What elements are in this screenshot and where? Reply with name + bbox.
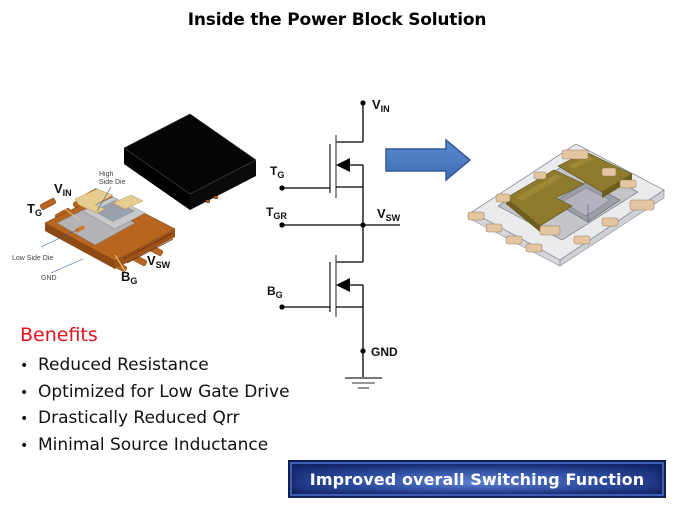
slide-title: Inside the Power Block Solution	[187, 10, 487, 30]
banner-text: Improved overall Switching Function	[309, 469, 645, 489]
benefit-item: •Minimal Source Inductance	[20, 432, 290, 459]
schematic-label-vin: VIN	[372, 97, 390, 114]
mosfet-schematic	[279, 100, 400, 389]
schematic-label-gnd: GND	[371, 345, 398, 359]
benefits-list: •Reduced Resistance •Optimized for Low G…	[20, 352, 290, 458]
benefit-item: •Optimized for Low Gate Drive	[20, 379, 290, 406]
benefit-item: •Drastically Reduced Qrr	[20, 405, 290, 432]
package-label-vsw: VSW	[147, 253, 171, 270]
black-package-icon	[123, 113, 257, 210]
transparent-package-3d-icon	[467, 143, 665, 267]
switching-function-banner: Improved overall Switching Function	[288, 460, 666, 498]
package-cutaway-icon	[39, 186, 176, 274]
bullet-icon: •	[20, 384, 29, 401]
package-label-tg: TG	[27, 201, 42, 218]
package-label-vin: VIN	[54, 181, 72, 198]
package-label-gnd: GND	[41, 275, 57, 282]
schematic-label-tgr: TGR	[266, 205, 287, 221]
bullet-icon: •	[20, 358, 29, 374]
bullet-icon: •	[20, 411, 29, 427]
benefits-heading: Benefits	[20, 324, 98, 346]
schematic-label-tg: TG	[270, 164, 285, 180]
package-label-high-side-die: High Side Die	[99, 171, 126, 187]
benefit-item: •Reduced Resistance	[20, 352, 290, 379]
package-label-bg: BG	[121, 269, 138, 286]
schematic-label-vsw: VSW	[377, 206, 401, 223]
schematic-label-bg: BG	[267, 284, 283, 300]
right-arrow-icon	[385, 138, 472, 182]
package-label-low-side-die: Low Side Die	[12, 255, 54, 262]
bullet-icon: •	[20, 437, 29, 454]
